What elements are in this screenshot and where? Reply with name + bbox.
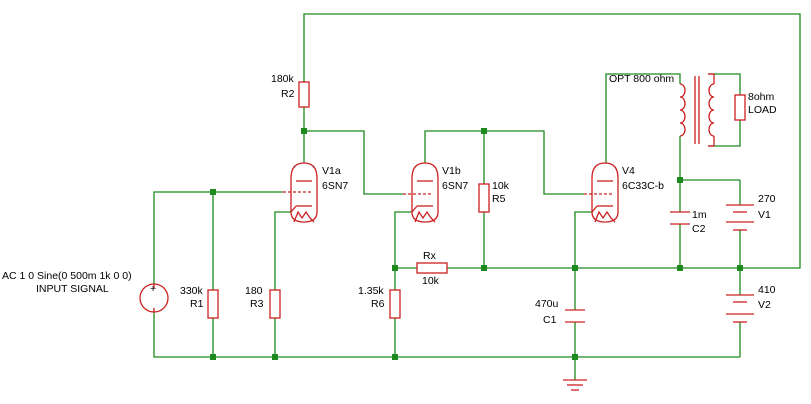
- load-value: 8ohm: [748, 91, 775, 103]
- v4-ref: V4: [622, 165, 635, 177]
- rx-ref: Rx: [423, 250, 437, 262]
- tube-v4: V4 6C33C-b: [584, 162, 664, 223]
- capacitor-c1: 470u C1: [535, 298, 585, 326]
- v1a-ref: V1a: [322, 165, 341, 177]
- battery-v1: 270 V1: [726, 193, 776, 231]
- v4-type: 6C33C-b: [622, 180, 664, 192]
- tube-v1a: V1a 6SN7: [283, 162, 348, 223]
- r1-ref: R1: [190, 298, 204, 310]
- c1-value: 470u: [535, 298, 559, 310]
- tube-v1b: V1b 6SN7: [403, 162, 468, 223]
- wires: [153, 13, 801, 380]
- v1b-type: 6SN7: [442, 180, 468, 192]
- resistor-r5: 10k R5: [478, 180, 510, 213]
- source-name-label: INPUT SIGNAL: [36, 283, 109, 295]
- r6-value: 1.35k: [358, 285, 384, 297]
- junction-dot: [481, 265, 487, 271]
- r6-ref: R6: [371, 298, 385, 310]
- v2-value: 410: [758, 284, 776, 296]
- r3-ref: R3: [250, 298, 264, 310]
- resistor-r6: 1.35k R6: [358, 285, 401, 319]
- resistor-r2: 180k R2: [271, 73, 310, 108]
- c2-value: 1m: [692, 209, 707, 221]
- c1-ref: C1: [543, 314, 557, 326]
- r1-value: 330k: [180, 285, 204, 297]
- ground-symbol: [563, 379, 587, 391]
- junction-dot: [210, 189, 216, 195]
- junction-dot: [737, 265, 743, 271]
- rx-value: 10k: [422, 275, 440, 287]
- ac-source: + AC 1 0 Sine(0 500m 1k 0 0) INPUT SIGNA…: [2, 270, 169, 313]
- junction-dot: [272, 354, 278, 360]
- v1b-ref: V1b: [442, 165, 461, 177]
- source-spec-label: AC 1 0 Sine(0 500m 1k 0 0): [2, 270, 132, 282]
- junction-dot: [301, 128, 307, 134]
- r2-ref: R2: [281, 88, 295, 100]
- c2-ref: C2: [692, 223, 706, 235]
- output-transformer: OPT 800 ohm: [609, 73, 715, 147]
- junction-dot: [392, 265, 398, 271]
- v1-ref: V1: [758, 209, 771, 221]
- r5-value: 10k: [492, 180, 510, 192]
- capacitor-c2: 1m C2: [670, 209, 707, 235]
- junction-dot: [572, 265, 578, 271]
- junction-dot: [481, 128, 487, 134]
- v2-ref: V2: [758, 299, 771, 311]
- v1a-type: 6SN7: [322, 180, 348, 192]
- junction-dot: [210, 354, 216, 360]
- resistor-r1: 330k R1: [180, 285, 219, 319]
- junction-dot: [677, 265, 683, 271]
- junction-dots: [210, 128, 743, 360]
- load-resistor: 8ohm LOAD: [734, 91, 777, 121]
- r5-ref: R5: [492, 193, 506, 205]
- battery-v2: 410 V2: [726, 284, 776, 323]
- resistor-r3: 180 R3: [245, 285, 281, 319]
- resistor-rx: Rx 10k: [416, 250, 448, 287]
- load-ref: LOAD: [748, 104, 777, 116]
- r3-value: 180: [245, 285, 263, 297]
- junction-dot: [392, 354, 398, 360]
- junction-dot: [572, 354, 578, 360]
- source-plus-sign: +: [150, 283, 156, 295]
- r2-value: 180k: [271, 73, 295, 85]
- junction-dot: [677, 177, 683, 183]
- transformer-label: OPT 800 ohm: [609, 73, 674, 85]
- v1-value: 270: [758, 193, 776, 205]
